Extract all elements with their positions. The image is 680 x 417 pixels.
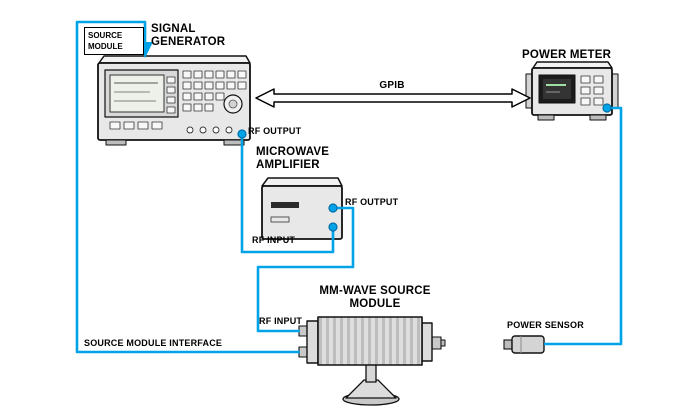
- gpib-label: GPIB: [379, 80, 405, 91]
- sg-keypad: [182, 70, 247, 112]
- amp-slot: [271, 202, 299, 208]
- power-sensor-label: POWER SENSOR: [507, 320, 584, 330]
- signal-generator: [97, 55, 251, 146]
- amp-rf-input-port: [328, 222, 338, 232]
- module-fin-body: [317, 316, 423, 366]
- amp-rf-output-label: RF OUTPUT: [345, 197, 399, 207]
- sg-rf-output-label: RF OUTPUT: [248, 126, 302, 136]
- cable-sg-to-amplifier: [240, 136, 335, 254]
- amp-rf-output-port: [328, 203, 338, 213]
- signal-generator-label: SIGNAL GENERATOR: [151, 23, 226, 48]
- sg-rf-output-port: [237, 129, 247, 139]
- amp-rf-input-label: RF INPUT: [252, 235, 296, 245]
- power-sensor: [503, 335, 545, 354]
- pm-sensor-port: [602, 103, 612, 113]
- pm-buttons: [580, 75, 604, 106]
- microwave-amplifier: [261, 177, 343, 240]
- module-rf-input-label: RF INPUT: [259, 316, 303, 326]
- power-meter: [525, 61, 619, 121]
- cable-source-module-interface: [75, 20, 300, 354]
- cable-amplifier-to-module: [256, 206, 355, 333]
- module-output-connector: [431, 336, 442, 350]
- microwave-amplifier-label: MICROWAVE AMPLIFIER: [256, 146, 330, 171]
- mm-wave-source-module: [298, 316, 446, 406]
- power-meter-label: POWER METER: [522, 49, 612, 61]
- sg-screen: [109, 74, 165, 113]
- gpib-arrow: [255, 88, 531, 108]
- source-module-interface-label: SOURCE MODULE INTERFACE: [84, 338, 223, 348]
- mm-wave-module-label: MM-WAVE SOURCE MODULE: [319, 285, 431, 310]
- source-module-callout: SOURCE MODULE: [84, 27, 144, 56]
- cable-meter-to-sensor: [544, 106, 623, 346]
